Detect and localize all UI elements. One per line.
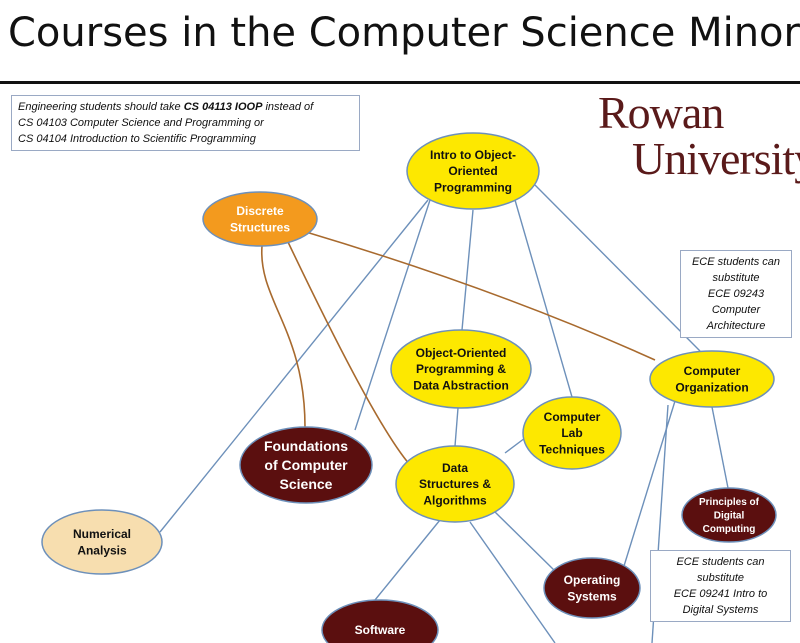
note-line: substitute: [696, 572, 745, 584]
edge-lab-to-dsa: [504, 437, 526, 454]
logo-line-2: University: [632, 133, 800, 184]
nodes-layer: Intro to Object- OrientedProgrammingDiscr…: [41, 132, 777, 643]
course-node-shape: [543, 557, 641, 619]
course-node-label: Principles of: [699, 497, 760, 508]
course-node-label: Lab: [561, 426, 582, 440]
note-line: ECE 09243: [707, 288, 765, 300]
edge-discrete-to-dsa: [287, 241, 411, 466]
course-node-label: Techniques: [539, 442, 605, 456]
course-node-label: Software: [355, 623, 406, 637]
note-line: ECE students can: [691, 256, 781, 268]
course-node-label: Programming &: [416, 362, 506, 376]
course-node-shape: [406, 132, 540, 210]
edge-ioop-to-oopda: [461, 209, 474, 331]
course-node-label: Science: [280, 476, 333, 492]
course-node-label: Programming: [434, 180, 512, 194]
course-node-label: of Computer: [264, 457, 348, 473]
course-node-label: Computer: [684, 364, 741, 378]
course-node-label: Discrete: [236, 204, 284, 218]
edge-ioop-to-lab: [514, 199, 573, 398]
course-node-label: Computing: [703, 524, 756, 535]
note-line: substitute: [712, 272, 760, 284]
edges-layer: [159, 184, 729, 643]
engineering-note-line: Engineering students should take CS 0411…: [18, 101, 314, 113]
course-node-label: Oriented: [448, 164, 497, 178]
course-node-label: Digital: [714, 511, 745, 522]
edge-dsa-to-os: [494, 511, 557, 573]
edge-dsa-to-offpage2: [469, 521, 556, 643]
course-node-label: Algorithms: [423, 493, 487, 507]
course-node-label: Organization: [675, 380, 748, 394]
course-node-shape: [681, 487, 777, 543]
course-node-label: Analysis: [77, 543, 127, 557]
course-node-shape: [522, 396, 622, 470]
edge-discrete-to-foundations: [261, 245, 306, 428]
course-node-shape: [649, 350, 775, 408]
course-node-software: Software: [321, 599, 439, 643]
course-node-label: Operating: [564, 573, 621, 587]
engineering-note-line: CS 04103 Computer Science and Programmin…: [18, 117, 264, 129]
course-node-shape: [41, 509, 163, 575]
course-node-label: Data Abstraction: [413, 378, 509, 392]
rowan-university-logo: Rowan University: [598, 86, 800, 196]
course-node-shape: [321, 599, 439, 643]
title-divider: [0, 81, 800, 84]
course-node-shape: [239, 426, 373, 504]
course-node-shape: [202, 191, 318, 247]
engineering-note: Engineering students should take CS 0411…: [11, 95, 360, 151]
course-node-label: Systems: [567, 589, 617, 603]
course-node-shape: [390, 329, 532, 409]
note-line: ECE students can: [676, 556, 765, 568]
edge-ioop-to-foundations: [354, 199, 431, 431]
edge-oopda-to-dsa: [454, 407, 459, 447]
course-node-shape: [395, 445, 515, 523]
edge-comporg-to-os: [623, 400, 676, 567]
edge-ioop-to-comporg: [534, 184, 701, 352]
edge-discrete-to-comporg: [305, 231, 656, 361]
course-node-label: Data: [442, 461, 468, 475]
course-node-label: Structures: [230, 220, 290, 234]
course-node-label: Numerical: [73, 527, 131, 541]
page-title: Courses in the Computer Science Minor: [8, 10, 800, 56]
edge-comporg-to-pdc: [711, 406, 729, 489]
course-node-label: Structures &: [419, 477, 491, 491]
note-line: Digital Systems: [682, 604, 759, 616]
note-line: Computer: [711, 304, 761, 316]
note-line: ECE 09241 Intro to: [673, 588, 768, 600]
course-node-label: Object-Oriented: [416, 346, 507, 360]
course-node-label: Computer: [544, 410, 601, 424]
engineering-note-line: CS 04104 Introduction to Scientific Prog…: [18, 133, 256, 145]
course-node-label: Foundations: [264, 438, 348, 454]
course-node-label: Intro to Object-: [430, 148, 516, 162]
logo-line-1: Rowan: [598, 87, 724, 138]
note-line: Architecture: [706, 320, 766, 332]
edge-dsa-to-software: [374, 519, 441, 601]
